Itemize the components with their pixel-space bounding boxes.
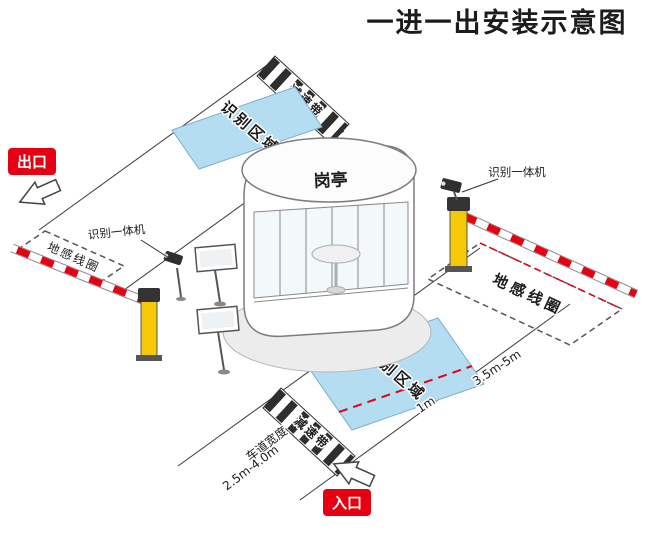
camera-left <box>163 251 186 301</box>
zone-centerline <box>338 365 473 413</box>
barrier-post-right <box>449 203 468 269</box>
entrance-direction-arrow <box>332 461 376 488</box>
stop-line-dashed <box>479 242 623 310</box>
sign-board-2 <box>196 305 240 375</box>
barrier-arm-right <box>462 211 638 299</box>
booth-roof <box>241 137 417 203</box>
sign-board-1 <box>194 243 238 307</box>
barrier-gate-right <box>445 197 638 299</box>
guard-booth: 岗亭 <box>222 137 432 373</box>
barrier-post-left <box>140 294 158 358</box>
booth-label: 岗亭 <box>313 169 348 192</box>
barrier-gate-left <box>10 243 162 361</box>
reader-label-left: 识别一体机 <box>86 221 170 259</box>
camera-right <box>440 178 462 201</box>
booth-window-frames <box>253 204 409 303</box>
entrance-badge-text: 入口 <box>332 494 362 512</box>
reader-label-right: 识别一体机 <box>461 164 548 193</box>
exit-badge: 出口 <box>8 148 56 175</box>
reader-left-text: 识别一体机 <box>87 222 146 242</box>
reader-right-text: 识别一体机 <box>488 165 546 179</box>
booth-interior-table <box>311 244 361 294</box>
exit-direction-arrow <box>18 178 62 205</box>
exit-badge-text: 出口 <box>17 153 47 171</box>
barrier-arm-left <box>10 243 152 308</box>
dimension-barrier-to-zone: 3.5m-5m <box>470 347 523 388</box>
page-title: 一进一出安装示意图 <box>367 7 628 39</box>
lane-width-annotation: 车道宽度 2.5m-4.0m <box>219 421 292 494</box>
entrance-badge: 入口 <box>323 489 371 516</box>
